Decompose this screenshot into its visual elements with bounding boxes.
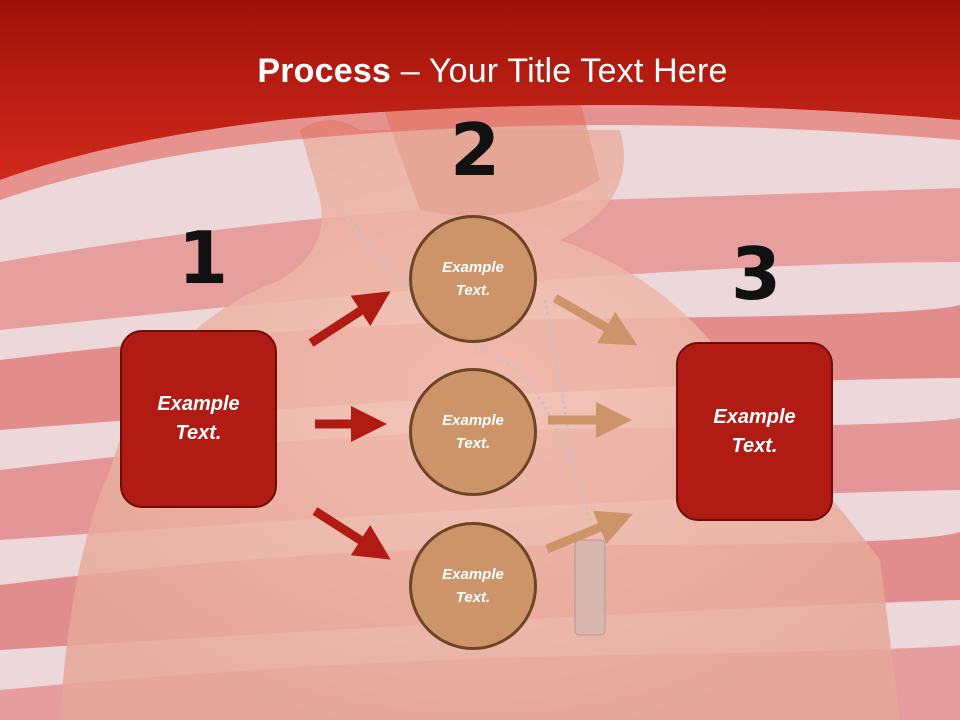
circle-middle-line1: Example	[442, 412, 504, 429]
arrow-from-circle-bottom	[545, 510, 633, 554]
title-bold: Process	[257, 52, 392, 90]
arrow-to-circle-bottom	[312, 507, 391, 560]
step-3-text-line2: Text.	[731, 434, 778, 457]
arrow-from-circle-top	[552, 294, 638, 346]
circle-top-line2: Text.	[455, 282, 491, 299]
circle-top-line1: Example	[442, 259, 504, 276]
slide-title: Process – Your Title Text Here	[0, 52, 960, 91]
step-3-text-line1: Example	[713, 405, 796, 428]
step-number-3: 3	[731, 232, 782, 316]
circle-bottom-line2: Text.	[455, 589, 491, 606]
step-1-text-line2: Text.	[175, 422, 222, 444]
arrow-to-circle-top	[308, 291, 391, 347]
circle-middle-line2: Text.	[455, 435, 491, 452]
title-rest: – Your Title Text Here	[391, 52, 728, 90]
circle-bottom-line1: Example	[442, 566, 504, 583]
step-number-2: 2	[450, 108, 501, 192]
step-number-1: 1	[178, 216, 229, 300]
step-1-text-line1: Example	[157, 393, 240, 415]
